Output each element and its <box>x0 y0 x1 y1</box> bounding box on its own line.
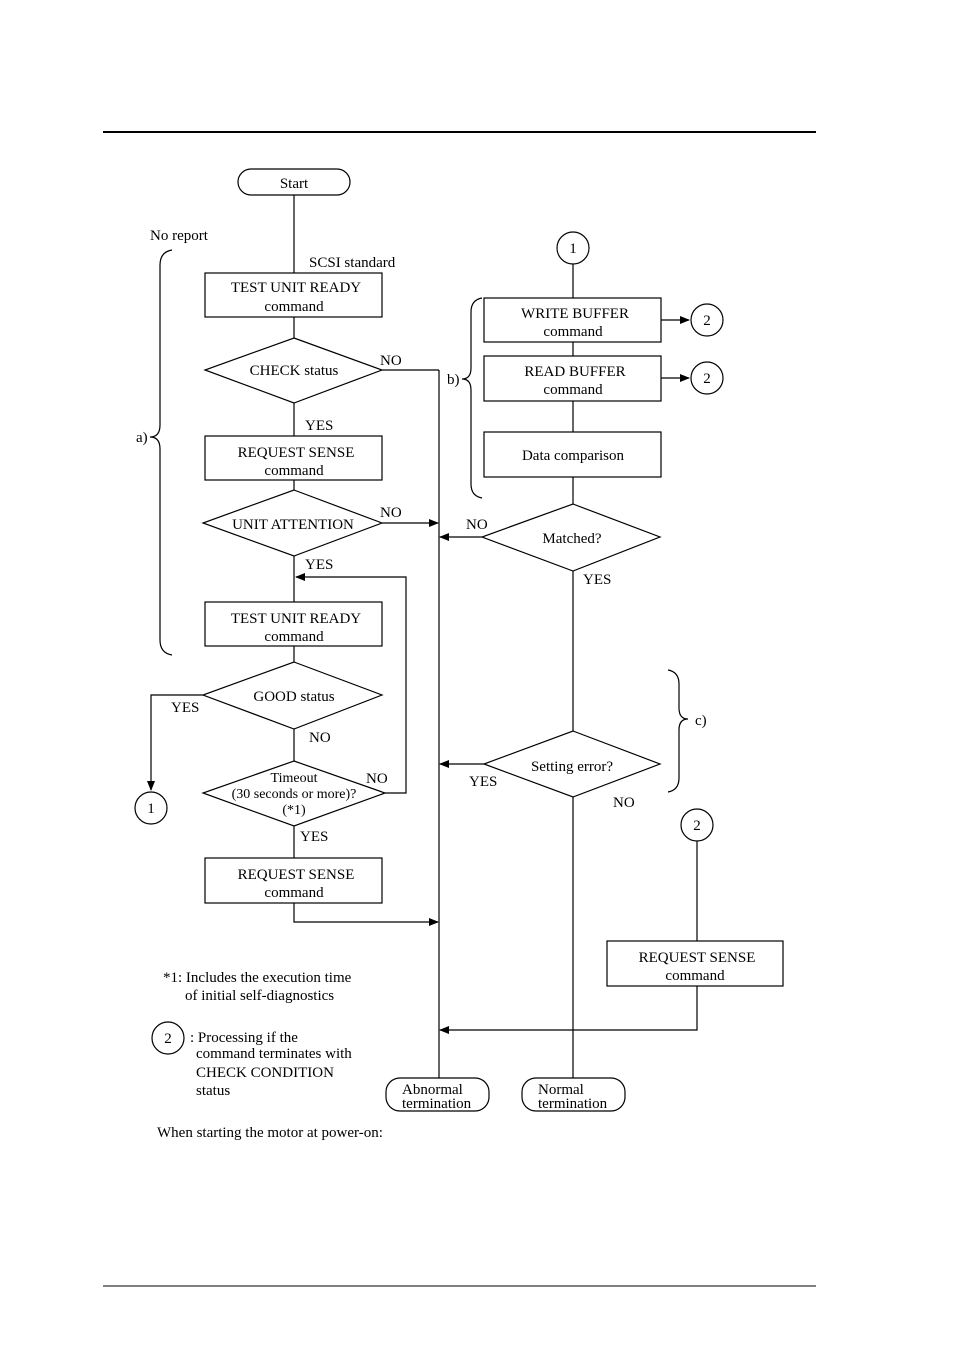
brace-a-label: a) <box>136 430 148 446</box>
request-sense-box-3 <box>606 940 784 987</box>
request-sense-1-line1: REQUEST SENSE <box>238 445 355 461</box>
connector-2-label: 2 <box>703 371 711 387</box>
footnote-line1: *1: Includes the execution time <box>163 970 352 986</box>
test-unit-ready-1-line1: TEST UNIT READY <box>231 280 361 296</box>
brace-c-label: c) <box>695 713 707 729</box>
brace-a <box>149 249 173 656</box>
request-sense-1-line2: command <box>264 463 324 479</box>
read-buffer-box <box>483 355 662 402</box>
request-sense-3-line1: REQUEST SENSE <box>639 950 756 966</box>
no-label: NO <box>366 771 388 787</box>
normal-termination-terminal <box>521 1077 626 1112</box>
yes-label: YES <box>305 557 333 573</box>
brace-b <box>461 297 483 499</box>
request-sense-box-1 <box>204 435 383 481</box>
no-label: NO <box>466 517 488 533</box>
abnormal-termination-terminal <box>385 1077 490 1112</box>
start-label: Start <box>280 176 309 192</box>
legend-line2: command terminates with <box>196 1046 352 1062</box>
no-label: NO <box>380 505 402 521</box>
read-buffer-line1: READ BUFFER <box>524 364 625 380</box>
data-comparison-label: Data comparison <box>522 448 625 464</box>
no-label: NO <box>309 730 331 746</box>
no-report-label: No report <box>150 228 209 244</box>
connector-2-circle <box>690 361 724 395</box>
brace-c <box>667 669 689 793</box>
test-unit-ready-2-line1: TEST UNIT READY <box>231 611 361 627</box>
yes-label: YES <box>305 418 333 434</box>
no-label: NO <box>613 795 635 811</box>
yes-label: YES <box>171 700 199 716</box>
arrow-to-abnormal <box>439 986 698 1034</box>
write-buffer-line1: WRITE BUFFER <box>521 306 629 322</box>
legend-line4: status <box>196 1083 230 1099</box>
timeout-line3: (*1) <box>282 803 306 818</box>
arrow-to-abnormal <box>293 903 439 926</box>
write-buffer-line2: command <box>543 324 603 340</box>
arrow-to-connector-1 <box>147 694 203 791</box>
connector-2-label: 2 <box>703 313 711 329</box>
loop-back-arrow <box>295 573 407 794</box>
timeout-line2: (30 seconds or more)? <box>232 787 357 802</box>
yes-label: YES <box>300 829 328 845</box>
good-status-label: GOOD status <box>253 689 334 705</box>
brace-b-label: b) <box>447 372 460 388</box>
connector-2-circle <box>690 303 724 337</box>
connector-1-circle <box>134 791 168 825</box>
connector-1-label: 1 <box>147 801 155 817</box>
caption: When starting the motor at power-on: <box>157 1125 383 1141</box>
unit-attention-label: UNIT ATTENTION <box>232 517 354 533</box>
legend-connector-2-label: 2 <box>164 1031 172 1047</box>
legend-connector-2-circle <box>151 1021 185 1055</box>
yes-label: YES <box>469 774 497 790</box>
write-buffer-box <box>483 297 662 343</box>
abnormal-termination-line2: termination <box>402 1096 472 1112</box>
timeout-line1: Timeout <box>271 771 318 786</box>
connector-1-label: 1 <box>569 241 577 257</box>
request-sense-2-line2: command <box>264 885 324 901</box>
normal-termination-line1: Normal <box>538 1082 584 1098</box>
yes-label: YES <box>583 572 611 588</box>
test-unit-ready-1-line2: command <box>264 299 324 315</box>
footnote-line2: of initial self-diagnostics <box>185 988 334 1004</box>
setting-error-label: Setting error? <box>531 759 613 775</box>
legend-line3: CHECK CONDITION <box>196 1065 334 1081</box>
data-comparison-box <box>483 431 662 478</box>
matched-label: Matched? <box>542 531 601 547</box>
read-buffer-line2: command <box>543 382 603 398</box>
scsi-standard-label: SCSI standard <box>309 255 396 271</box>
legend-line1: : Processing if the <box>190 1030 298 1046</box>
test-unit-ready-2-line2: command <box>264 629 324 645</box>
connector-2-label: 2 <box>693 818 701 834</box>
no-label: NO <box>380 353 402 369</box>
request-sense-2-line1: REQUEST SENSE <box>238 867 355 883</box>
request-sense-3-line2: command <box>665 968 725 984</box>
abnormal-termination-line1: Abnormal <box>402 1082 463 1098</box>
normal-termination-line2: termination <box>538 1096 608 1112</box>
check-status-label: CHECK status <box>250 363 339 379</box>
